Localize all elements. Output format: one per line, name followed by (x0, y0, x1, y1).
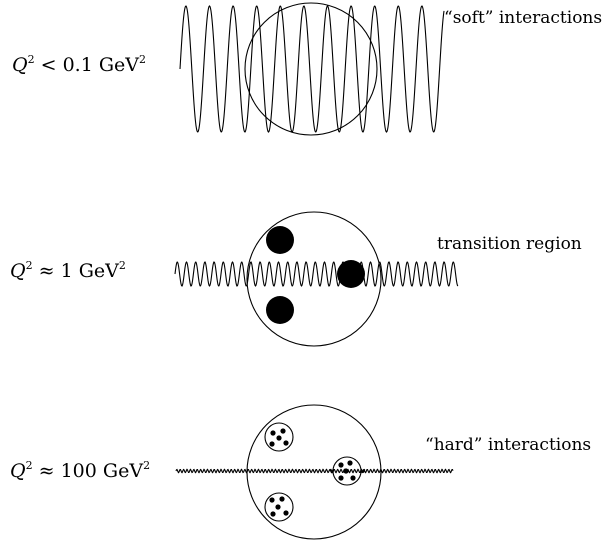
parton-dot (276, 435, 282, 441)
soft-photon-wave (179, 5, 445, 133)
parton-dot (338, 462, 344, 468)
hadron-circle-transition (246, 211, 382, 347)
unit-exponent: 2 (118, 259, 126, 272)
relation: < (40, 54, 57, 76)
constituent-blob-bottom (266, 296, 294, 324)
unit: GeV (78, 260, 119, 282)
parton-dot (350, 475, 356, 481)
q-exponent: 2 (25, 259, 33, 272)
parton-dot (269, 441, 275, 447)
constituent-cluster-top (264, 422, 294, 452)
parton-dot (283, 440, 289, 446)
transition-region-label: transition region (437, 234, 582, 254)
parton-dot (283, 510, 289, 516)
parton-dot (347, 460, 353, 466)
q-exponent: 2 (27, 53, 35, 66)
constituent-blob-top (266, 226, 294, 254)
parton-dot (279, 496, 285, 502)
value: 100 (60, 460, 97, 482)
relation: ≈ (38, 260, 55, 282)
parton-dot (280, 428, 286, 434)
q2-label-soft: Q2 < 0.1 GeV2 (12, 54, 146, 76)
soft-interactions-label: “soft” interactions (444, 8, 603, 28)
transition-photon-wave (174, 261, 459, 287)
unit: GeV (98, 54, 140, 76)
value: 0.1 (62, 54, 93, 76)
unit: GeV (102, 460, 144, 482)
parton-dot (275, 504, 281, 510)
relation: ≈ (38, 460, 55, 482)
parton-dot (269, 497, 275, 503)
unit-exponent: 2 (143, 459, 151, 472)
q-exponent: 2 (25, 459, 33, 472)
constituent-cluster-bottom (264, 492, 294, 522)
q2-label-hard: Q2 ≈ 100 GeV2 (10, 460, 150, 482)
q-symbol: Q (10, 460, 26, 482)
hard-interactions-label: “hard” interactions (425, 435, 592, 455)
parton-dot (270, 430, 276, 436)
hard-photon-wave-overlay (329, 468, 366, 474)
parton-dot (338, 475, 344, 481)
hard-photon-wave (175, 468, 454, 474)
q-symbol: Q (12, 54, 28, 76)
constituent-blob-right (337, 260, 365, 288)
q-symbol: Q (10, 260, 26, 282)
unit-exponent: 2 (139, 53, 147, 66)
parton-dot (270, 511, 276, 517)
q2-label-transition: Q2 ≈ 1 GeV2 (10, 260, 126, 282)
value: 1 (60, 260, 73, 282)
hadron-circle-soft (244, 2, 378, 136)
